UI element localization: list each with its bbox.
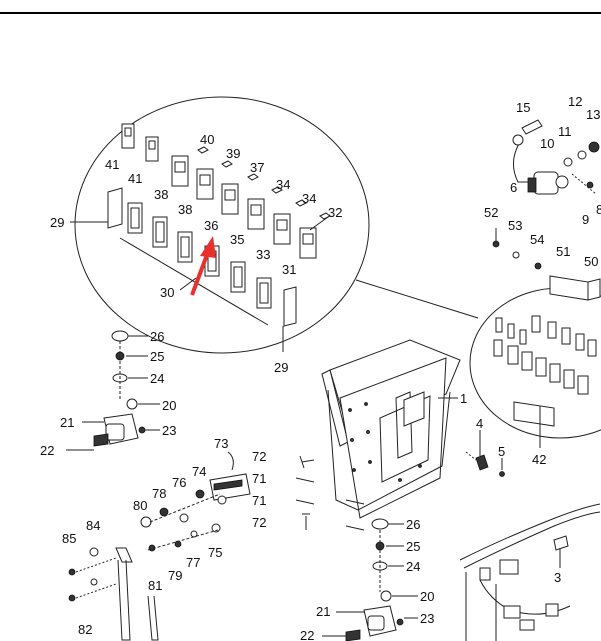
label-35: 35 xyxy=(230,232,244,247)
label-72-a: 72 xyxy=(252,449,266,464)
wiring-harness-3 xyxy=(459,503,601,641)
label-31: 31 xyxy=(282,262,296,277)
label-20-b: 20 xyxy=(420,589,434,604)
label-85: 85 xyxy=(62,531,76,546)
label-12: 12 xyxy=(568,94,582,109)
wiper-arm-82 xyxy=(68,547,159,641)
fuse-relay-group-top xyxy=(121,123,331,259)
label-71-a: 71 xyxy=(252,471,266,486)
highlight-arrow xyxy=(190,236,216,296)
label-26-b: 26 xyxy=(406,517,420,532)
label-29-a: 29 xyxy=(50,215,64,230)
label-13: 13 xyxy=(586,107,600,122)
clip-29-right xyxy=(283,286,297,327)
label-3: 3 xyxy=(554,570,561,585)
label-54: 54 xyxy=(530,232,544,247)
label-11: 11 xyxy=(558,124,572,139)
label-74: 74 xyxy=(192,464,206,479)
label-6: 6 xyxy=(510,180,517,195)
label-75: 75 xyxy=(208,545,222,560)
label-79: 79 xyxy=(168,568,182,583)
label-38-b: 38 xyxy=(178,202,192,217)
label-33: 33 xyxy=(256,247,270,262)
label-41-a: 41 xyxy=(105,157,119,172)
label-41-b: 41 xyxy=(128,171,142,186)
label-4: 4 xyxy=(476,416,483,431)
label-23-b: 23 xyxy=(420,611,434,626)
label-8: 8 xyxy=(596,202,601,217)
label-52: 52 xyxy=(484,205,498,220)
label-9: 9 xyxy=(582,212,589,227)
label-15: 15 xyxy=(516,100,530,115)
label-42: 42 xyxy=(532,452,546,467)
bracket-group-73 xyxy=(140,451,251,552)
label-20-a: 20 xyxy=(162,398,176,413)
clip-29-left xyxy=(107,187,123,229)
label-21-b: 21 xyxy=(316,604,330,619)
label-23-a: 23 xyxy=(162,423,176,438)
label-29-b: 29 xyxy=(274,360,288,375)
label-22-a: 22 xyxy=(40,443,54,458)
label-1: 1 xyxy=(460,391,467,406)
label-32: 32 xyxy=(328,205,342,220)
label-25-a: 25 xyxy=(150,349,164,364)
callout-labels: 15 12 13 11 10 6 9 8 52 53 54 51 50 40 3… xyxy=(40,94,601,641)
label-39: 39 xyxy=(226,146,240,161)
label-5: 5 xyxy=(498,444,505,459)
label-30: 30 xyxy=(160,285,174,300)
springs-group xyxy=(295,455,365,531)
label-73: 73 xyxy=(214,436,228,451)
label-10: 10 xyxy=(540,136,554,151)
label-84: 84 xyxy=(86,518,100,533)
label-51: 51 xyxy=(556,244,570,259)
label-53: 53 xyxy=(508,218,522,233)
label-76: 76 xyxy=(172,475,186,490)
label-38-a: 38 xyxy=(154,187,168,202)
label-37: 37 xyxy=(250,160,264,175)
label-22-b: 22 xyxy=(300,628,314,641)
cab-assembly xyxy=(321,339,461,519)
work-lamp-left xyxy=(66,330,160,451)
label-81: 81 xyxy=(148,578,162,593)
label-24-b: 24 xyxy=(406,559,420,574)
label-40: 40 xyxy=(200,132,214,147)
fuse-box-callout xyxy=(70,96,479,354)
part-4-5-42 xyxy=(465,401,555,477)
label-26-a: 26 xyxy=(150,329,164,344)
label-77: 77 xyxy=(186,555,200,570)
label-34-a: 34 xyxy=(276,177,290,192)
label-34-b: 34 xyxy=(302,191,316,206)
work-lamp-right xyxy=(322,518,418,641)
label-21-a: 21 xyxy=(60,415,74,430)
label-50: 50 xyxy=(584,254,598,269)
label-36: 36 xyxy=(204,218,218,233)
label-82: 82 xyxy=(78,622,92,637)
label-25-b: 25 xyxy=(406,539,420,554)
upper-right-parts xyxy=(492,119,601,301)
label-71-b: 71 xyxy=(252,493,266,508)
label-24-a: 24 xyxy=(150,371,164,386)
label-72-b: 72 xyxy=(252,515,266,530)
label-80: 80 xyxy=(133,498,147,513)
label-78: 78 xyxy=(152,486,166,501)
